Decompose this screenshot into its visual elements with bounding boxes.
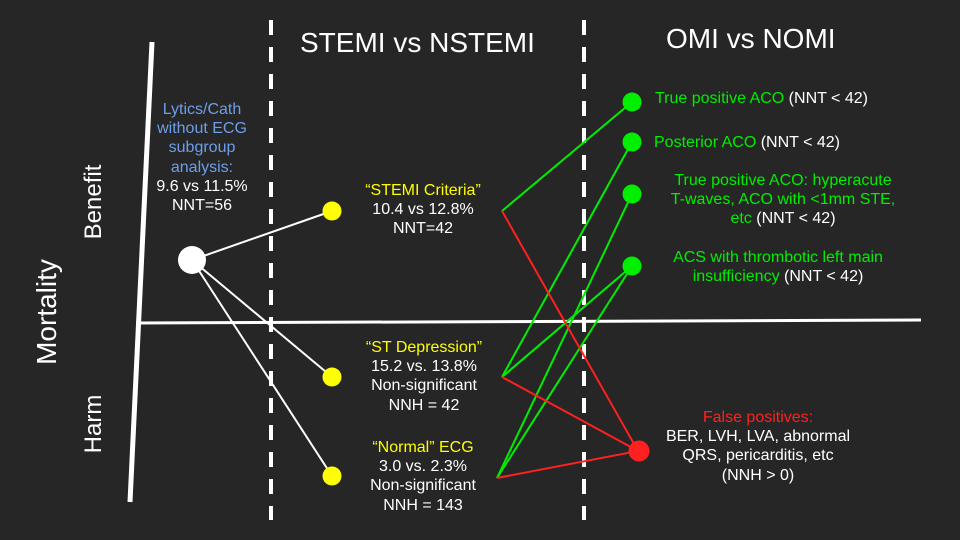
omi-outcome-aco-nnt: (NNT < 42) <box>784 90 868 107</box>
false-positive-node <box>628 440 650 462</box>
horizontal-axis <box>135 318 922 325</box>
red-line-stemi-to-fp <box>501 210 639 452</box>
stemi-criteria-line: NNT=42 <box>392 220 454 238</box>
axis-label-benefit: Benefit <box>80 164 107 240</box>
false-positives-line: BER, LVH, LVA, abnormal <box>665 428 851 446</box>
green-line-normal-to-hyperacute <box>496 193 633 479</box>
st-depression-line: Non-significant <box>371 377 477 395</box>
green-line-normal-to-leftmain <box>496 265 633 479</box>
omi-outcome-hyperacute-line: T-waves, ACO with <1mm STE, <box>670 191 896 209</box>
omi-outcome-posterior-title: Posterior ACO <box>654 134 757 151</box>
normal-ecg-line: NNH = 143 <box>383 496 463 514</box>
normal-ecg-line: Non-significant <box>370 477 476 495</box>
st-depression-line: NNH = 42 <box>388 396 460 414</box>
left-main-node <box>622 256 642 276</box>
header-omi-vs-nomi: OMI vs NOMI <box>666 23 836 54</box>
normal-ecg-title-rest: ECG <box>434 439 474 456</box>
connector-to-stemi <box>191 210 333 261</box>
stemi-criteria-line: 10.4 vs 12.8% <box>372 201 474 219</box>
omi-outcome-left-main-line: ACS with thrombotic left main <box>673 249 883 266</box>
false-positives-title: False positives: <box>702 409 814 426</box>
false-positives-line: (NNH > 0) <box>721 466 795 484</box>
lytics-title-line: without ECG <box>157 120 247 138</box>
lytics-title-line: analysis: <box>170 158 234 176</box>
omi-outcome-left-main: ACS with thrombotic left main insufficie… <box>648 248 908 286</box>
stemi-criteria-title: “STEMI Criteria” <box>365 182 481 199</box>
lytics-label: Lytics/Cath without ECG subgroup analysi… <box>138 100 266 215</box>
green-line-stdep-to-posterior <box>501 141 633 378</box>
false-positives-label: False positives: BER, LVH, LVA, abnormal… <box>658 408 858 485</box>
green-line-stdep-to-leftmain <box>501 265 633 378</box>
lytics-nnt: NNT=56 <box>171 196 233 214</box>
omi-outcome-left-main-insufficiency: insufficiency <box>692 268 780 286</box>
green-line-stemi-to-aco <box>501 101 633 212</box>
st-depression-line: 15.2 vs. 13.8% <box>371 358 477 376</box>
normal-ecg-title-quoted: “Normal” <box>372 439 435 456</box>
normal-ecg-label: “Normal” ECG 3.0 vs. 2.3% Non-significan… <box>343 438 503 515</box>
normal-ecg-node <box>322 466 342 486</box>
omi-outcome-hyperacute-line: etc (NNT < 42) <box>650 209 916 228</box>
connector-to-st-depression <box>191 259 333 378</box>
normal-ecg-line: 3.0 vs. 2.3% <box>378 458 468 476</box>
omi-outcome-posterior: Posterior ACO (NNT < 42) <box>654 133 840 152</box>
red-line-stdep-to-fp <box>501 376 639 452</box>
st-depression-label: “ST Depression” 15.2 vs. 13.8% Non-signi… <box>344 338 504 415</box>
aco-node <box>622 92 642 112</box>
red-line-normal-to-fp <box>496 450 639 479</box>
stemi-criteria-label: “STEMI Criteria” 10.4 vs 12.8% NNT=42 <box>343 181 503 239</box>
st-depression-title: “ST Depression” <box>365 339 483 356</box>
omi-outcome-hyperacute-line: True positive ACO: hyperacute <box>674 172 892 189</box>
omi-outcome-aco-title: True positive ACO <box>655 90 785 107</box>
omi-outcome-hyperacute-etc: etc <box>730 210 752 228</box>
lytics-value: 9.6 vs 11.5% <box>156 177 248 195</box>
false-positives-line: QRS, pericarditis, etc <box>682 447 834 465</box>
hyperacute-node <box>622 184 642 204</box>
normal-ecg-title: “Normal” ECG <box>343 438 503 457</box>
omi-outcome-posterior-nnt: (NNT < 42) <box>756 134 840 151</box>
connector-to-normal-ecg <box>191 259 333 477</box>
omi-outcome-hyperacute-nnt: (NNT < 42) <box>751 210 836 228</box>
omi-outcome-hyperacute: True positive ACO: hyperacute T-waves, A… <box>650 171 916 229</box>
header-stemi-vs-nstemi: STEMI vs NSTEMI <box>300 27 535 58</box>
posterior-aco-node <box>622 132 642 152</box>
omi-outcome-left-main-line: insufficiency (NNT < 42) <box>648 267 908 286</box>
omi-outcome-left-main-nnt: (NNT < 42) <box>779 268 864 286</box>
vertical-axis <box>127 41 155 503</box>
lytics-title-line: Lytics/Cath <box>162 101 242 118</box>
st-depression-node <box>322 367 342 387</box>
origin-node <box>178 246 206 274</box>
axis-label-harm: Harm <box>80 394 107 454</box>
omi-outcome-aco: True positive ACO (NNT < 42) <box>655 89 868 108</box>
lytics-title-line: subgroup <box>168 139 236 157</box>
stemi-node <box>322 201 342 221</box>
axis-title-mortality: Mortality <box>31 259 62 365</box>
